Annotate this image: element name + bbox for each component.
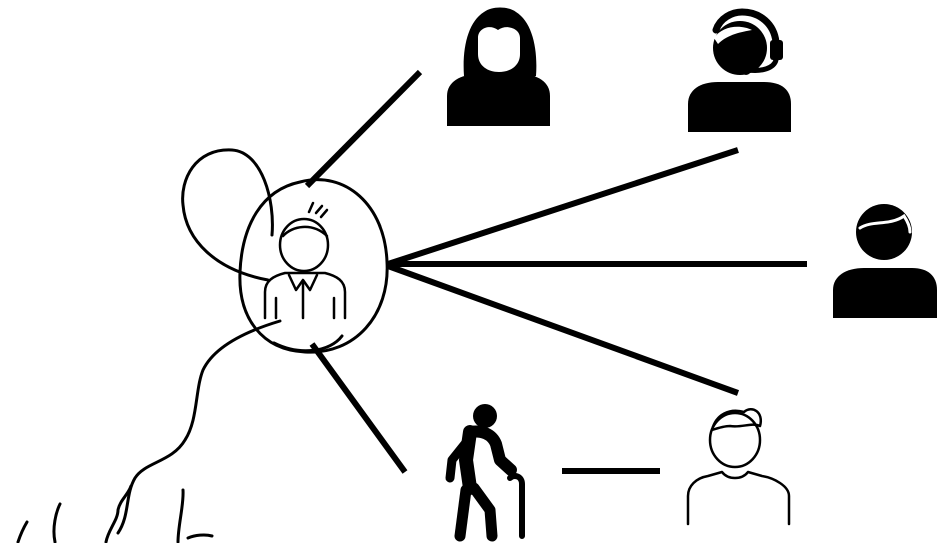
person-outline-icon — [688, 409, 789, 524]
center-person-icon — [265, 203, 345, 318]
connector-line-outline-person — [388, 266, 738, 393]
elderly-with-cane-icon — [450, 404, 522, 536]
connector-line-woman — [307, 72, 420, 186]
woman-icon — [447, 8, 550, 127]
hand-drawn-scribble — [18, 150, 387, 542]
headset-support-icon — [688, 12, 791, 132]
connector-line-headset — [388, 150, 738, 264]
connector-line-elderly — [312, 344, 405, 472]
man-icon — [833, 204, 937, 318]
